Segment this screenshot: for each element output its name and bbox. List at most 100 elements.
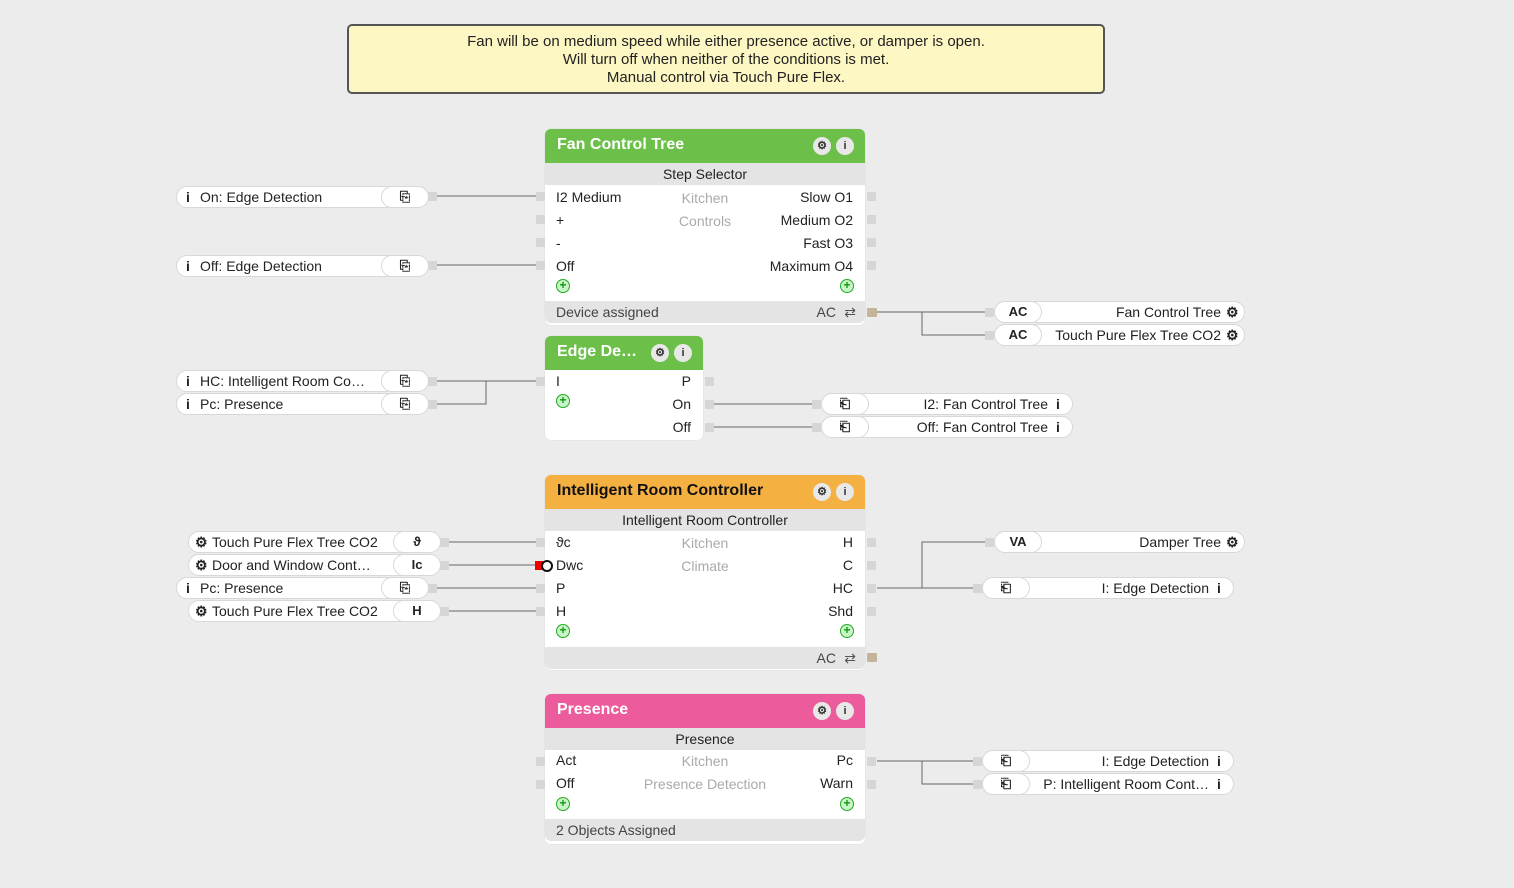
irc-output-h[interactable]: H [842, 534, 853, 550]
irc-port-in-2-inverted[interactable] [535, 561, 543, 570]
ref-tag[interactable]: AC [994, 324, 1042, 346]
presence-port-in-1[interactable] [536, 757, 545, 766]
irc-port-out-4[interactable] [867, 607, 876, 616]
presence-input-act[interactable]: Act [556, 752, 577, 768]
add-input-icon[interactable]: + [556, 797, 570, 811]
ref-touch-pure-flex-2[interactable]: ⚙ Touch Pure Flex Tree CO2 H [188, 600, 441, 622]
ref-tag[interactable]: Ic [393, 554, 441, 576]
edge-output-on[interactable]: On [672, 396, 691, 412]
edge-detection-block[interactable]: Edge De… ⚙ i I P On Off + [545, 336, 703, 440]
add-input-icon[interactable]: + [556, 394, 570, 408]
ref-door-window[interactable]: ⚙ Door and Window Cont… Ic [188, 554, 441, 576]
ref-tag[interactable]: AC [994, 301, 1042, 323]
irc-input-tc[interactable]: ϑc [556, 534, 571, 550]
irc-output-hc[interactable]: HC [832, 580, 853, 596]
irc-output-shd[interactable]: Shd [828, 603, 853, 619]
presence-port-out-1[interactable] [867, 757, 876, 766]
irc-port-out-2[interactable] [867, 561, 876, 570]
jump-icon[interactable]: ⎗ [821, 393, 869, 415]
edge-output-p[interactable]: P [681, 373, 691, 389]
edge-port-out-2[interactable] [705, 400, 714, 409]
gear-icon[interactable]: ⚙ [651, 344, 669, 362]
fan-block-header[interactable]: Fan Control Tree ⚙ i [545, 129, 865, 163]
presence-port-out-2[interactable] [867, 780, 876, 789]
gear-icon[interactable]: ⚙ [1226, 304, 1239, 320]
presence-output-warn[interactable]: Warn [820, 775, 853, 791]
gear-icon[interactable]: ⚙ [1226, 534, 1239, 550]
fan-control-block[interactable]: Fan Control Tree ⚙ i Step Selector I2 Me… [545, 129, 865, 325]
irc-output-c[interactable]: C [842, 557, 853, 573]
ref-ac-touch-pure-flex[interactable]: AC Touch Pure Flex Tree CO2 ⚙ [994, 324, 1245, 346]
edge-input-i[interactable]: I [556, 373, 560, 389]
comment-note[interactable]: Fan will be on medium speed while either… [347, 24, 1105, 94]
fan-output-o2[interactable]: Medium O2 [780, 212, 853, 228]
irc-input-h[interactable]: H [556, 603, 567, 619]
ref-tag[interactable]: ϑ [393, 531, 441, 553]
fan-output-o4[interactable]: Maximum O4 [769, 258, 853, 274]
ref-va-damper-tree[interactable]: VA Damper Tree ⚙ [994, 531, 1245, 553]
ref-i-edge-detection-2[interactable]: ⎗ I: Edge Detection i [982, 750, 1234, 772]
jump-icon[interactable]: ⎘ [381, 370, 429, 392]
info-icon[interactable]: i [836, 137, 854, 155]
fan-port-ac[interactable] [867, 308, 877, 317]
irc-block[interactable]: Intelligent Room Controller ⚙ i Intellig… [545, 475, 865, 670]
ref-tag[interactable]: VA [994, 531, 1042, 553]
ref-tag[interactable]: H [393, 600, 441, 622]
add-output-icon[interactable]: + [840, 797, 854, 811]
fan-port-out-3[interactable] [867, 238, 876, 247]
presence-port-in-2[interactable] [536, 780, 545, 789]
edge-port-out-1[interactable] [705, 377, 714, 386]
fan-port-out-1[interactable] [867, 192, 876, 201]
presence-block-header[interactable]: Presence ⚙ i [545, 694, 865, 728]
jump-icon[interactable]: ⎗ [821, 416, 869, 438]
ref-hc-intelligent-room[interactable]: i HC: Intelligent Room Co… ⎘ [176, 370, 429, 392]
irc-input-dwc[interactable]: Dwc [556, 557, 584, 573]
irc-port-in-1[interactable] [536, 538, 545, 547]
fan-output-o1[interactable]: Slow O1 [800, 189, 853, 205]
gear-icon[interactable]: ⚙ [813, 702, 831, 720]
ref-p-intelligent-room[interactable]: ⎗ P: Intelligent Room Cont… i [982, 773, 1234, 795]
edge-block-header[interactable]: Edge De… ⚙ i [545, 336, 703, 370]
fan-input-i2[interactable]: I2 Medium [556, 189, 622, 205]
presence-block[interactable]: Presence ⚙ i Presence Act Off Pc Warn Ki… [545, 694, 865, 844]
jump-icon[interactable]: ⎗ [982, 577, 1030, 599]
irc-port-out-3[interactable] [867, 584, 876, 593]
gear-icon[interactable]: ⚙ [813, 137, 831, 155]
jump-icon[interactable]: ⎗ [982, 750, 1030, 772]
info-icon[interactable]: i [836, 483, 854, 501]
jump-icon[interactable]: ⎘ [381, 186, 429, 208]
edge-port-in-1[interactable] [536, 377, 545, 386]
ref-off-fan-control[interactable]: ⎗ Off: Fan Control Tree i [821, 416, 1073, 438]
fan-input-minus[interactable]: - [556, 235, 561, 251]
add-input-icon[interactable]: + [556, 279, 570, 293]
info-icon[interactable]: i [674, 344, 692, 362]
add-output-icon[interactable]: + [840, 624, 854, 638]
irc-port-out-1[interactable] [867, 538, 876, 547]
jump-icon[interactable]: ⎘ [381, 577, 429, 599]
fan-output-o3[interactable]: Fast O3 [803, 235, 853, 251]
fan-port-in-1[interactable] [536, 192, 545, 201]
jump-icon[interactable]: ⎘ [381, 255, 429, 277]
ref-i2-fan-control[interactable]: ⎗ I2: Fan Control Tree i [821, 393, 1073, 415]
fan-port-in-2[interactable] [536, 215, 545, 224]
fan-port-out-2[interactable] [867, 215, 876, 224]
jump-icon[interactable]: ⎘ [381, 393, 429, 415]
presence-output-pc[interactable]: Pc [836, 752, 853, 768]
fan-input-plus[interactable]: + [556, 212, 565, 228]
ref-touch-pure-flex-1[interactable]: ⚙ Touch Pure Flex Tree CO2 ϑ [188, 531, 441, 553]
ref-i-edge-detection-1[interactable]: ⎗ I: Edge Detection i [982, 577, 1234, 599]
fan-port-in-3[interactable] [536, 238, 545, 247]
edge-port-out-3[interactable] [705, 423, 714, 432]
add-input-icon[interactable]: + [556, 624, 570, 638]
info-icon[interactable]: i [836, 702, 854, 720]
fan-input-off[interactable]: Off [556, 258, 575, 274]
gear-icon[interactable]: ⚙ [1226, 327, 1239, 343]
jump-icon[interactable]: ⎗ [982, 773, 1030, 795]
gear-icon[interactable]: ⚙ [813, 483, 831, 501]
ref-pc-presence-2[interactable]: i Pc: Presence ⎘ [176, 577, 429, 599]
irc-port-in-3[interactable] [536, 584, 545, 593]
fan-port-out-4[interactable] [867, 261, 876, 270]
irc-port-in-4[interactable] [536, 607, 545, 616]
presence-input-off[interactable]: Off [556, 775, 575, 791]
ref-pc-presence[interactable]: i Pc: Presence ⎘ [176, 393, 429, 415]
